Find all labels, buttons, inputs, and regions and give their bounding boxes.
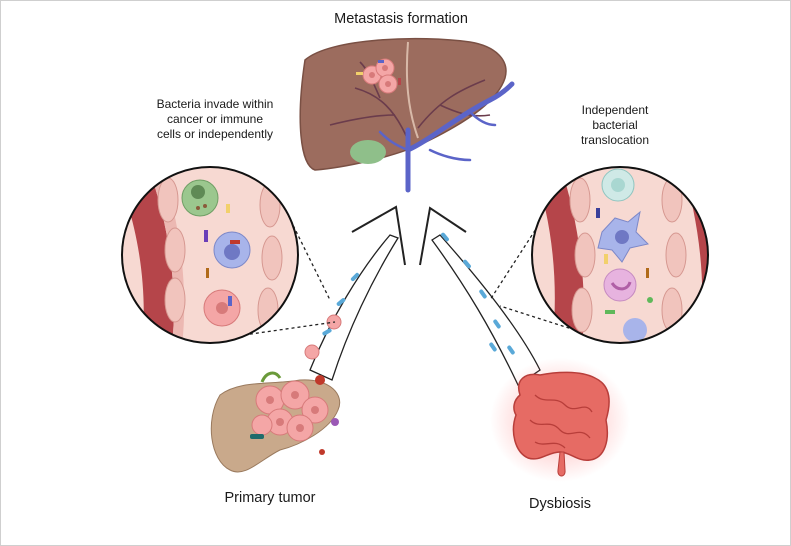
primary-tumor-label: Primary tumor [224,490,316,506]
left-callout-line-1: Bacteria invade within [156,97,274,111]
right-callout: Independent bacterial translocation [560,103,670,148]
pancreas-tumor-icon [210,371,341,473]
left-callout-line-2: cancer or immune [166,112,264,126]
right-callout-line-2: bacterial [592,118,638,132]
left-callout: Bacteria invade within cancer or immune … [130,97,300,142]
right-callout-line-1: Independent [581,103,649,117]
dysbiosis-label: Dysbiosis [528,496,592,512]
intestine-icon [490,358,630,482]
vessel-zoom-right [531,166,709,344]
arrow-left-chevron [351,205,406,266]
left-callout-line-3: cells or independently [156,127,274,141]
liver-icon [299,37,515,193]
arrow-right-chevron [419,206,467,266]
vessel-path-left [309,234,399,381]
metastasis-title: Metastasis formation [334,11,468,27]
right-callout-line-3: translocation [580,133,650,147]
vessel-path-right [431,234,541,386]
